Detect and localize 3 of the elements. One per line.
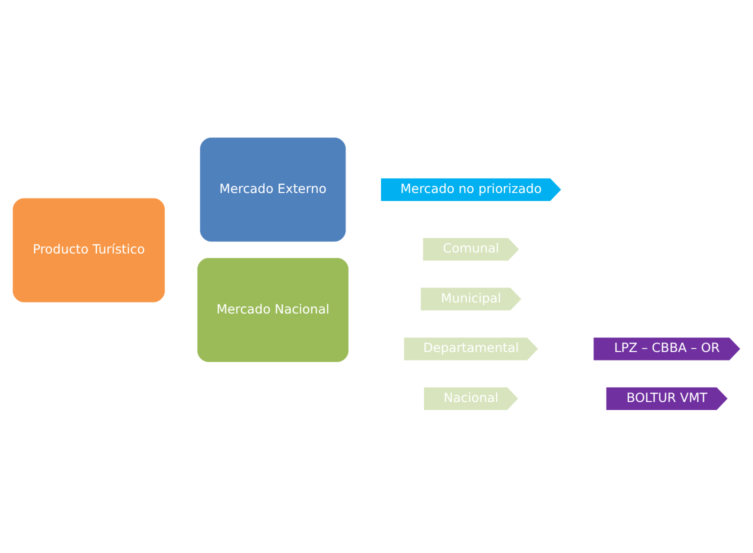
node-box: Mercado Nacional (197, 258, 348, 362)
node-box: Mercado Externo (200, 138, 346, 242)
node-box: Producto Turístico (12, 198, 165, 302)
